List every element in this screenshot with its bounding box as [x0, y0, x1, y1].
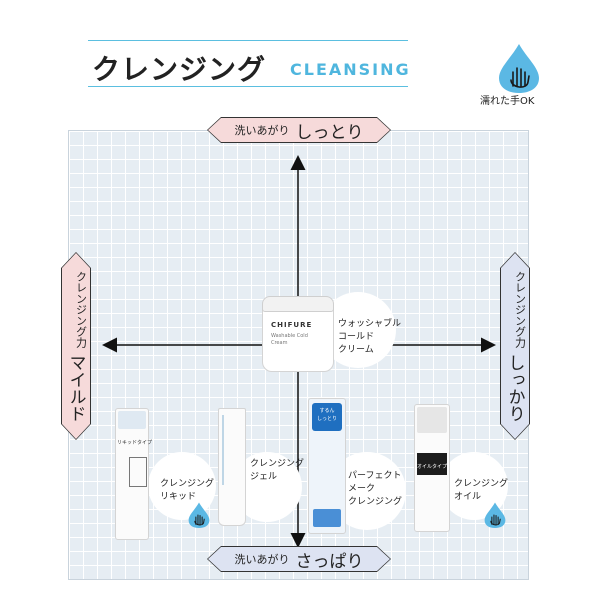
product-liquid-bottle: リキッドタイプ — [115, 408, 153, 540]
header-bottom-rule — [88, 86, 408, 87]
page-title: クレンジング — [92, 53, 267, 86]
product-label-bubble — [148, 452, 216, 520]
water-drop-hand-icon — [188, 502, 210, 528]
water-drop-hand-icon — [499, 44, 539, 93]
axis-top-large-text: しっとり — [295, 122, 364, 143]
axis-left-small-text: クレンジング力 — [74, 270, 88, 348]
product-label-oil: クレンジング オイル — [454, 479, 509, 502]
axis-right-small-text: クレンジング力 — [513, 270, 527, 348]
page-subtitle: CLEANSING — [290, 60, 411, 79]
axis-label-right: クレンジング力 しっかり — [500, 252, 530, 440]
axis-bottom-large-text: さっぱり — [295, 551, 364, 572]
header-top-rule — [88, 40, 408, 41]
water-drop-hand-icon — [484, 502, 506, 528]
axis-bottom-small-text: 洗いあがり — [234, 553, 290, 566]
cream-brand: CHIFURE — [271, 321, 313, 329]
perfect-tag-2: しっとり — [316, 416, 337, 422]
wet-hands-ok-label: 濡れた手OK — [480, 96, 535, 107]
axis-label-bottom: 洗いあがり さっぱり — [207, 546, 391, 572]
product-cold-cream-jar: CHIFURE Washable Cold Cream — [262, 296, 334, 372]
oil-tag: オイルタイプ — [417, 453, 447, 475]
axis-label-top: 洗いあがり しっとり — [207, 117, 391, 143]
liquid-tag: リキッドタイプ — [117, 440, 153, 446]
axis-right-large-text: しっかり — [504, 353, 525, 422]
product-label-perfect: パーフェクト メーク クレンジング — [348, 471, 403, 507]
product-oil-bottle: オイルタイプ — [414, 404, 450, 532]
cream-name-2: Cream — [271, 340, 288, 346]
axis-left-large-text: マイルド — [65, 353, 86, 422]
axis-label-left: クレンジング力 マイルド — [61, 252, 91, 440]
product-label-cold-cream: ウォッシャブル コールド クリーム — [338, 319, 402, 355]
product-label-liquid: クレンジング リキッド — [160, 479, 215, 502]
cream-name-1: Washable Cold — [271, 333, 308, 339]
product-label-gel: クレンジング ジェル — [250, 459, 305, 482]
product-gel-tube — [218, 408, 246, 526]
axis-top-small-text: 洗いあがり — [234, 124, 290, 137]
perfect-tag-1: するん — [319, 408, 335, 414]
product-perfect-bottle: するん しっとり — [308, 398, 346, 534]
